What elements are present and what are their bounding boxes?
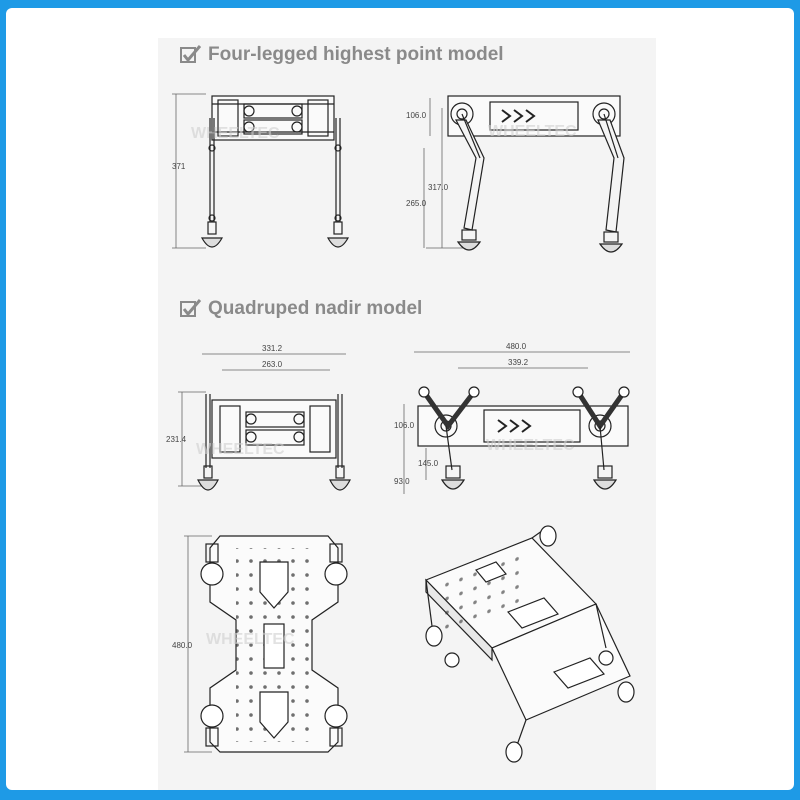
drawing-nadir-front: 331.2 263.0 231.4 WHEELTEC: [166, 344, 351, 491]
dim-label: 106.0: [394, 421, 415, 430]
drawing-highest-side: 106.0 317.0 265.0 WHEELTEC: [406, 95, 625, 253]
section-heading-nadir: Quadruped nadir model: [180, 298, 422, 320]
drawing-nadir-side: 480.0 339.2 106.0 145.0 93.0 WHEELTEC: [394, 342, 630, 494]
technical-drawings: 371 WHEELTEC 106.0 317.0 26: [166, 93, 635, 763]
checkmark-icon: [180, 299, 202, 317]
dim-label: 331.2: [262, 344, 283, 353]
dim-label: 480.0: [172, 641, 193, 650]
dim-label: 480.0: [506, 342, 527, 351]
image-frame: Four-legged highest point model Quadrupe…: [6, 8, 794, 790]
watermark-text: WHEELTEC: [488, 123, 577, 140]
watermark-text: WHEELTEC: [191, 125, 280, 142]
dim-label: 371: [172, 162, 186, 171]
drawing-isometric: [424, 525, 635, 763]
dim-label: 231.4: [166, 435, 187, 444]
drawing-highest-front: 371 WHEELTEC: [172, 93, 350, 249]
dim-label: 265.0: [406, 199, 427, 208]
dim-label: 263.0: [262, 360, 283, 369]
dim-label: 339.2: [508, 358, 529, 367]
watermark-text: WHEELTEC: [206, 631, 295, 648]
section-heading-highest: Four-legged highest point model: [180, 44, 504, 66]
watermark-text: WHEELTEC: [486, 437, 575, 454]
watermark-text: WHEELTEC: [196, 441, 285, 458]
dim-label: 145.0: [418, 459, 439, 468]
dim-label: 317.0: [428, 183, 449, 192]
dim-label: 106.0: [406, 111, 427, 120]
drawing-top-plate: 480.0 WHEELTEC: [172, 535, 348, 753]
dim-label: 93.0: [394, 477, 410, 486]
heading-text: Quadruped nadir model: [208, 298, 423, 319]
checkmark-icon: [180, 45, 202, 63]
heading-text: Four-legged highest point model: [208, 44, 504, 65]
